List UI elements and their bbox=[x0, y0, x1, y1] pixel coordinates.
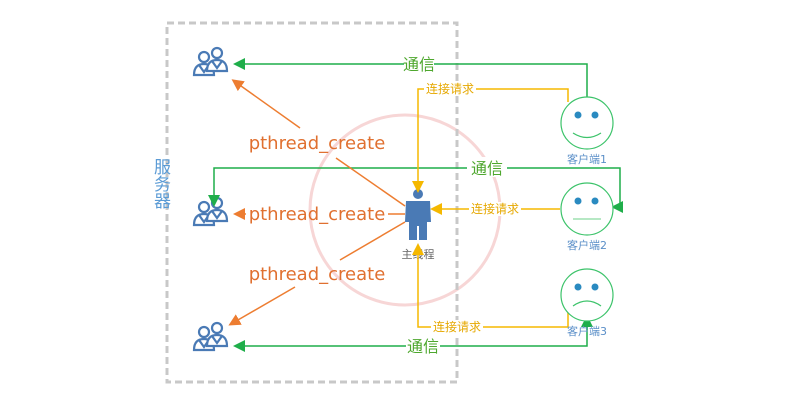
user-group-icon bbox=[192, 321, 229, 352]
client-1: 客户端1 bbox=[560, 96, 614, 166]
communication-label-3: 通信 bbox=[407, 337, 439, 356]
client-1-label: 客户端1 bbox=[567, 152, 607, 166]
communication-label-1: 通信 bbox=[403, 55, 435, 74]
neutral-face-icon bbox=[560, 182, 614, 236]
client-2-label: 客户端2 bbox=[567, 238, 607, 252]
pthread-create-label-2: pthread_create bbox=[249, 204, 386, 225]
pthread-create-arrow-3 bbox=[228, 286, 296, 326]
server-label-text: 服务器 bbox=[150, 158, 171, 209]
connect-request-line-1 bbox=[412, 88, 569, 193]
sad-face-icon bbox=[560, 268, 614, 322]
client-3-label: 客户端3 bbox=[567, 324, 607, 338]
smiley-face-icon bbox=[560, 96, 614, 150]
pthread-create-label-1: pthread_create bbox=[249, 133, 386, 154]
connect-request-label-2: 连接请求 bbox=[471, 201, 519, 216]
connect-request-label-3: 连接请求 bbox=[433, 319, 481, 334]
server-box bbox=[165, 21, 459, 384]
communication-line-1 bbox=[233, 58, 588, 97]
connect-request-line-3 bbox=[412, 243, 569, 328]
user-group-icon bbox=[192, 196, 229, 227]
communication-label-2: 通信 bbox=[471, 159, 503, 178]
pthread-create-arrow-1 bbox=[231, 79, 301, 129]
user-group-icon bbox=[192, 46, 229, 77]
pthread-create-label-3: pthread_create bbox=[249, 264, 386, 285]
client-3: 客户端3 bbox=[560, 268, 614, 338]
client-2: 客户端2 bbox=[560, 182, 614, 252]
server-label: 服务器 bbox=[150, 158, 171, 209]
connect-request-label-1: 连接请求 bbox=[426, 81, 474, 96]
person-icon bbox=[405, 189, 431, 240]
